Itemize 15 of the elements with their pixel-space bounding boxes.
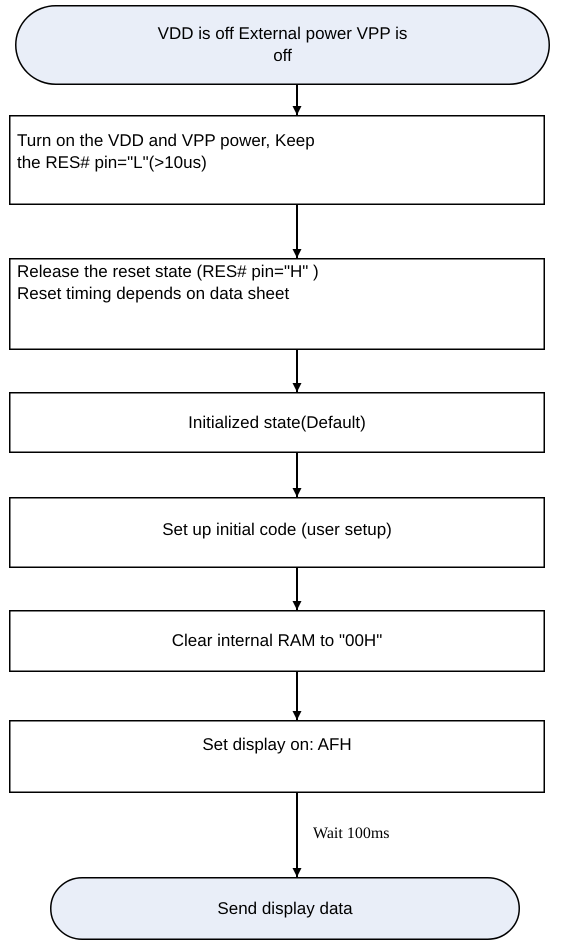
step-text: VDD is off External power VPP is off (156, 23, 408, 67)
arrow (292, 453, 302, 497)
step-text: Clear internal RAM to "00H" (170, 630, 384, 652)
step-text: Initialized state(Default) (187, 412, 367, 434)
step-text: Release the reset state (RES# pin="H" ) Reset timing depends on data sheet (17, 261, 320, 305)
step-text: Send display data (216, 898, 354, 920)
arrow (292, 672, 302, 720)
arrow (292, 793, 302, 877)
arrow (292, 85, 302, 115)
arrow (292, 205, 302, 258)
step-text: Set display on: AFH (201, 734, 353, 756)
arrow (292, 568, 302, 610)
step-text: Set up initial code (user setup) (161, 519, 393, 541)
arrow (292, 350, 302, 392)
step-text: Turn on the VDD and VPP power, Keep the RES# pin="L"(>10us) (17, 130, 316, 174)
